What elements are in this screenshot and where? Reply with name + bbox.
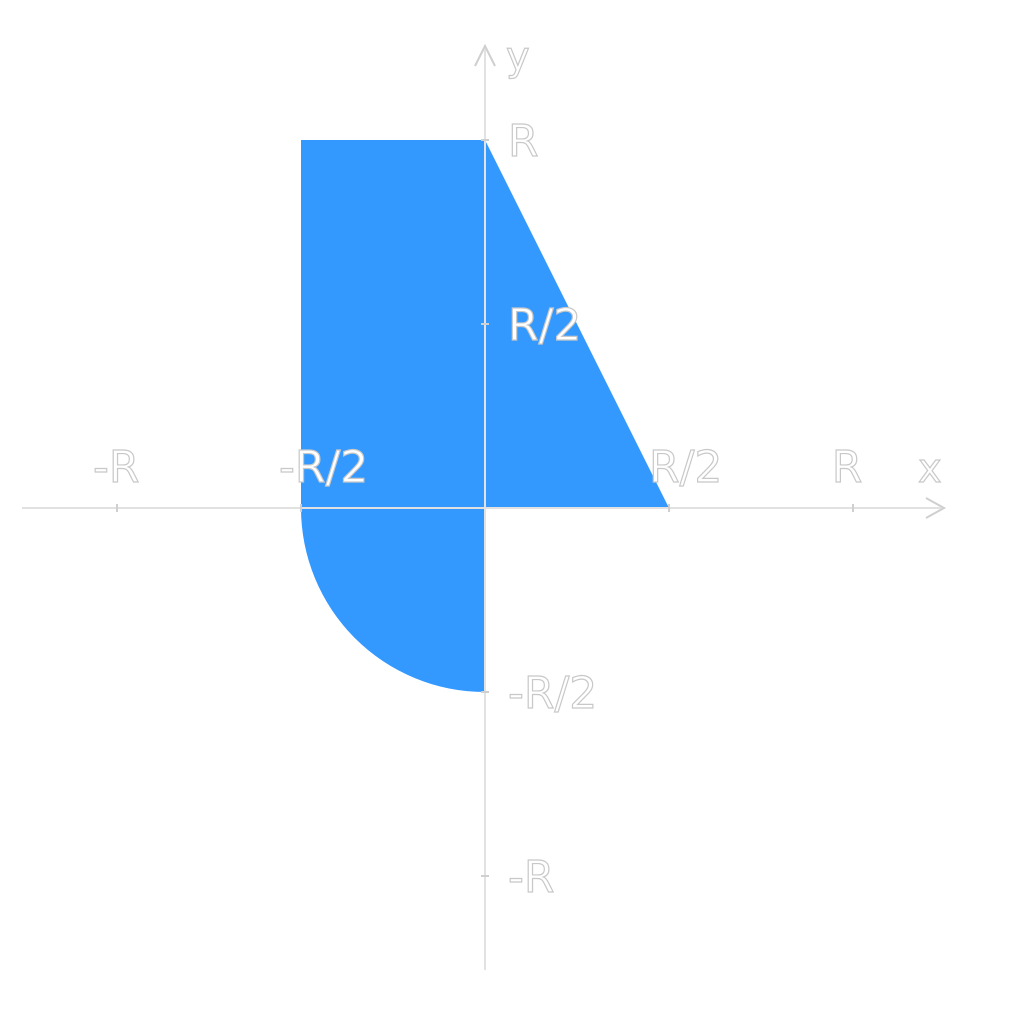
y-axis-arrowhead [474,43,496,67]
y-axis-label: y [506,34,530,80]
x-tick-label: R [832,442,863,493]
y-tick-label: R [508,116,539,167]
x-tick-label: R/2 [649,442,722,493]
triangle-region-quadrant-1 [485,140,669,508]
x-tick-label: -R [93,442,139,493]
x-axis-arrowhead [925,497,947,519]
x-axis [22,497,947,519]
quarter-circle-region-quadrant-3 [301,508,485,692]
y-tick-label: -R/2 [508,668,597,719]
shaded-area [301,140,669,692]
x-tick-label: -R/2 [279,442,368,493]
rectangle-region-quadrant-2 [301,140,485,508]
x-axis-label: x [918,446,942,492]
y-tick-label: -R [508,852,554,903]
y-tick-label: R/2 [508,300,581,351]
axes [22,43,947,970]
y-axis [474,43,496,970]
